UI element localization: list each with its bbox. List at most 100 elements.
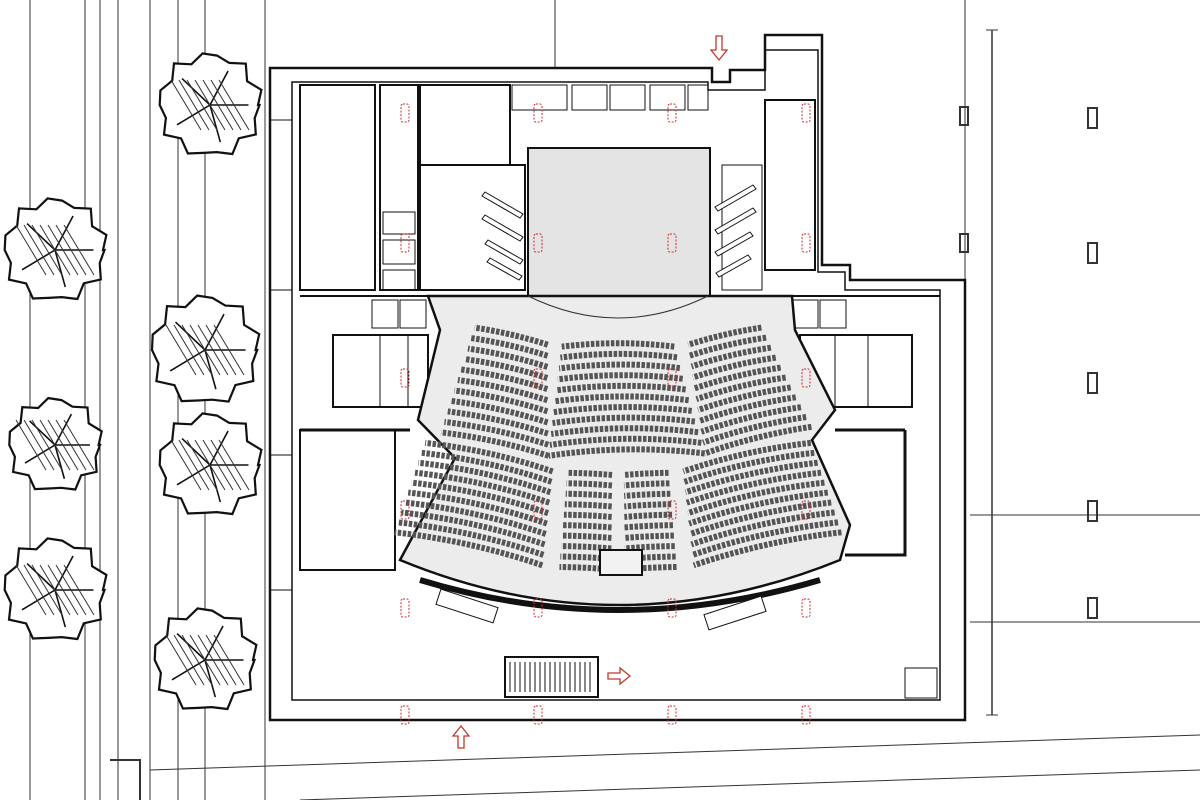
seat-row — [474, 324, 549, 348]
seat-row — [623, 490, 671, 499]
seat-row — [404, 499, 547, 537]
column-marker-icon — [667, 500, 677, 520]
seat-row — [700, 404, 802, 435]
seat-row — [549, 435, 702, 448]
seat-row — [470, 335, 549, 359]
column-marker-icon — [667, 598, 677, 618]
seat-row — [623, 480, 670, 489]
tree-icon — [8, 396, 103, 491]
column-marker-icon — [400, 500, 410, 520]
seat-row — [689, 499, 832, 537]
seat-row — [624, 511, 673, 520]
seat-row — [553, 404, 693, 416]
seat-row — [688, 334, 767, 359]
column-marker-icon — [801, 103, 811, 123]
column-marker-icon — [801, 705, 811, 725]
column-marker-icon — [667, 368, 677, 388]
seat-row — [464, 356, 549, 381]
seat-row — [692, 354, 777, 381]
seat-row — [424, 439, 554, 475]
seat-row — [703, 423, 812, 457]
column-marker-icon — [400, 705, 410, 725]
seat-row — [693, 364, 782, 392]
seat-row — [624, 522, 674, 531]
column-markers — [400, 103, 811, 725]
column-marker-icon — [667, 233, 677, 253]
column-marker-icon — [801, 233, 811, 253]
seat-row — [401, 509, 546, 548]
control-booth — [599, 549, 643, 576]
tree-icon — [158, 52, 263, 156]
stage-apron-edge — [527, 295, 709, 319]
seat-row — [418, 459, 552, 496]
column-marker-icon — [400, 233, 410, 253]
entrance-arrow-icon — [607, 666, 632, 686]
column-marker-icon — [533, 368, 543, 388]
seat-row — [397, 519, 545, 558]
column-marker-icon — [400, 598, 410, 618]
seat-row — [690, 509, 835, 548]
seat-row — [690, 344, 772, 370]
seat-row — [457, 377, 549, 404]
column-marker-icon — [400, 368, 410, 388]
tree-icon — [3, 197, 108, 301]
seat-row — [562, 522, 612, 531]
seat-row — [682, 439, 812, 475]
seat-row — [683, 449, 815, 485]
column-marker-icon — [533, 103, 543, 123]
column-marker-icon — [533, 705, 543, 725]
seat-row — [562, 532, 612, 541]
rear-wall — [419, 577, 821, 613]
column-marker-icon — [801, 368, 811, 388]
trees — [3, 52, 263, 711]
seat-row — [414, 469, 551, 506]
seat-row — [695, 374, 787, 402]
column-marker-icon — [667, 103, 677, 123]
column-marker-icon — [533, 598, 543, 618]
seat-row — [687, 324, 762, 348]
seat-row — [460, 366, 549, 392]
seat-row — [688, 489, 829, 527]
seat-row — [450, 397, 549, 426]
seat-row — [565, 490, 613, 499]
seat-row — [566, 480, 613, 489]
entrance-arrow-icon — [451, 724, 471, 749]
seat-row — [697, 384, 792, 413]
seat-row — [624, 501, 672, 510]
seat-row — [558, 361, 681, 372]
seat-row — [407, 489, 548, 527]
column-marker-icon — [667, 705, 677, 725]
lobby-counters — [435, 588, 767, 631]
seat-row — [454, 387, 549, 415]
seat-row — [440, 429, 550, 459]
seat-row — [447, 408, 549, 437]
column-marker-icon — [400, 103, 410, 123]
seating-rows — [394, 324, 842, 573]
seat-row — [623, 469, 669, 478]
seat-row — [467, 345, 549, 370]
tree-icon — [150, 294, 261, 403]
column-marker-icon — [533, 500, 543, 520]
column-marker-icon — [801, 598, 811, 618]
seat-row — [557, 372, 684, 383]
seat-row — [698, 394, 797, 424]
seat-row — [702, 414, 807, 446]
seat-row — [624, 543, 675, 552]
building-walls — [268, 33, 967, 722]
seat-row — [692, 529, 842, 569]
tree-icon — [153, 607, 258, 711]
seat-row — [684, 459, 818, 496]
seat-row — [563, 511, 612, 520]
seat-row — [567, 469, 613, 478]
seat-row — [686, 479, 825, 516]
entrance-arrow-icon — [709, 35, 729, 62]
seat-row — [550, 425, 699, 437]
seat-row — [561, 543, 612, 552]
column-marker-icon — [801, 500, 811, 520]
seat-row — [548, 446, 706, 459]
seat-row — [421, 449, 553, 485]
seat-row — [552, 414, 696, 427]
column-marker-icon — [533, 233, 543, 253]
seat-row — [691, 519, 839, 558]
stage — [527, 147, 711, 297]
